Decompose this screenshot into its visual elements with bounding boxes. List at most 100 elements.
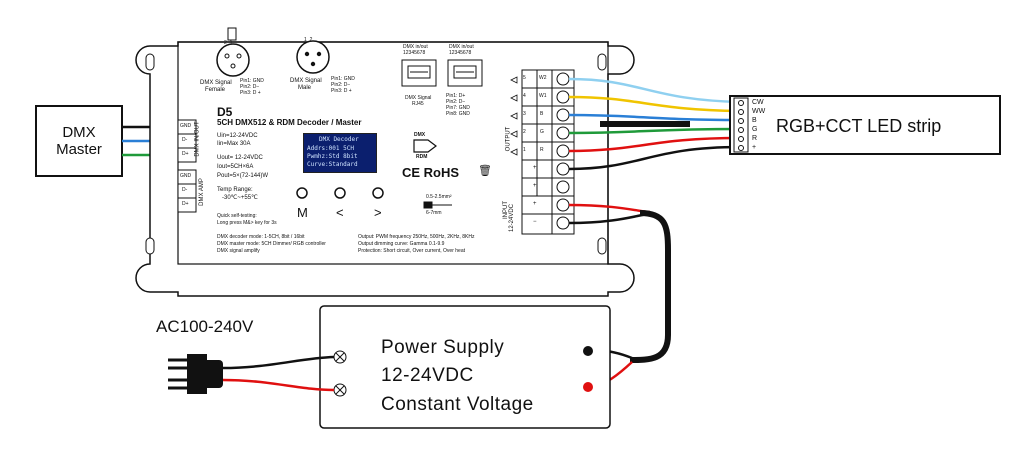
spec-iout: Iout=5CH×6A <box>217 164 254 170</box>
terminal-screws <box>556 72 570 230</box>
led-strip-body <box>729 95 1001 155</box>
decoder-model: D5 <box>217 105 233 119</box>
out-num-5: 5 <box>523 75 526 81</box>
rj45-digits-2: 12345678 <box>449 50 472 56</box>
out-term-g: G <box>540 129 544 135</box>
rj45-label2: RJ45 <box>412 101 424 107</box>
spec-pout: Pout=5×(72-144)W <box>217 173 269 179</box>
mount-hole-bl <box>145 237 155 255</box>
rj45-digits-1: 12345678 <box>403 50 426 56</box>
xlr-male-connector <box>296 40 330 74</box>
strip-pin-r: R <box>752 135 758 142</box>
oled-line1: DMX Decoder <box>319 136 359 143</box>
strip-pin-b: B <box>752 117 757 124</box>
out-term-plus-1: + <box>533 165 537 171</box>
psu-line2: 12-24VDC <box>381 365 474 386</box>
oled-line3: Pwmhz:Std 8bit <box>307 153 358 160</box>
oled-line4: Curve:Standard <box>307 161 358 168</box>
mount-hole-tl <box>145 53 155 71</box>
ac-wire-red <box>222 378 335 392</box>
mode-1: DMX decoder mode: 1-5CH, 8bit / 16bit <box>217 234 305 240</box>
psu-ac-terminals <box>333 350 347 397</box>
ce-rohs-mark: CE RoHS <box>402 165 460 180</box>
output-spec-1: Output: PWM frequency 250Hz, 500Hz, 2KHz… <box>358 234 475 240</box>
rj45-port-1 <box>401 59 437 87</box>
xlr-male-label1: DMX Signal <box>290 78 322 84</box>
xlr-male-label2: Male <box>298 85 312 91</box>
mode-3: DMX signal amplify <box>217 248 260 254</box>
strip-len-1: 0.5-2.5mm² <box>426 194 452 200</box>
rj45-pin7: Pin7: GND <box>446 105 470 111</box>
out-term-b: B <box>540 111 544 117</box>
rj45-title-1: DMX in/out <box>403 44 428 50</box>
oled-display: DMX Decoder Addrs:001 5CH Pwmhz:Std 8bit… <box>303 133 377 173</box>
button-next <box>372 187 384 199</box>
in-term-plus: + <box>533 201 537 207</box>
psu-dc-minus-terminal <box>583 346 593 356</box>
dmx-master-label: DMX Master <box>36 124 122 159</box>
self-test-1: Quick self-testing: <box>217 213 257 219</box>
dmx-amp-dminus: D- <box>182 187 188 193</box>
out-num-1: 1 <box>523 147 526 153</box>
out-num-2: 2 <box>523 129 526 135</box>
psu-dc-plus-terminal <box>583 382 593 392</box>
self-test-2: Long press M&> key for 3s <box>217 220 277 226</box>
xlr-female-pin1: Pin1: GND <box>240 78 264 84</box>
rj45-port-2 <box>447 59 483 87</box>
dmx-amp-dplus: D+ <box>182 201 189 207</box>
button-m <box>296 187 308 199</box>
in-term-minus: − <box>533 219 537 225</box>
dmx-in-gnd: GND <box>180 123 192 129</box>
output-label: OUTPUT <box>505 126 512 152</box>
mode-2: DMX master mode: 5CH Dimmer/ RGB control… <box>217 241 326 247</box>
strip-pin-g: G <box>752 126 758 133</box>
temp-label: Temp Range: <box>217 187 253 193</box>
xlr-female-nums: 2 1 <box>224 40 233 46</box>
strip-pin-cw: CW <box>752 99 764 106</box>
out-num-4: 4 <box>523 93 526 99</box>
button-m-label[interactable]: M <box>297 205 308 220</box>
psu-cable <box>629 210 671 363</box>
out-term-w2: W2 <box>539 75 547 81</box>
dmx-master-box <box>35 105 123 177</box>
xlr-female-pin3: Pin3: D + <box>240 90 261 96</box>
strip-pin-plus: + <box>752 144 757 151</box>
out-term-w1: W1 <box>539 93 547 99</box>
button-prev-label[interactable]: < <box>336 205 344 220</box>
dmx-master-line1: DMX <box>62 124 96 141</box>
output-spec-3: Protection: Short circuit, Over current,… <box>358 248 465 254</box>
dmx-amp-label: DMX AMP <box>198 178 205 206</box>
rdm-logo-text: RDM <box>416 154 428 160</box>
xlr-male-pin3: Pin3: D + <box>331 88 352 94</box>
decoder-title: 5CH DMX512 & RDM Decoder / Master <box>217 118 362 127</box>
mount-hole-tr <box>597 53 607 71</box>
button-prev <box>334 187 346 199</box>
xlr-female-pin2: Pin2: D− <box>240 84 260 90</box>
power-supply-box <box>319 305 611 429</box>
decoder-body <box>135 41 635 297</box>
dmx-amp-gnd: GND <box>180 173 192 179</box>
dmx-in-dplus: D+ <box>182 151 189 157</box>
xlr-female-label2: Female <box>205 87 226 93</box>
dmx-in-dminus: D- <box>182 137 188 143</box>
mount-hole-br <box>597 237 607 255</box>
xlr-female-label1: DMX Signal <box>200 80 232 86</box>
psu-line3: Constant Voltage <box>381 394 534 415</box>
output-wires <box>568 77 741 171</box>
rj45-label1: DMX Signal <box>405 95 432 101</box>
weee-icon: 🗑 <box>478 165 492 177</box>
temp-value: -30℃~+55℃ <box>222 195 258 201</box>
oled-line2: Addrs:001 5CH <box>307 145 354 152</box>
spec-uout: Uout= 12-24VDC <box>217 155 263 161</box>
xlr-male-pin2: Pin2: D− <box>331 82 351 88</box>
button-next-label[interactable]: > <box>374 205 382 220</box>
dmx-amp-terminals <box>177 169 197 213</box>
output-spec-2: Output dimming curve: Gamma 0.1-9.9 <box>358 241 445 247</box>
dmx-master-line2: Master <box>56 141 102 159</box>
wire-strip-icon <box>423 201 452 209</box>
ac-wire-black <box>222 355 335 370</box>
dmx-logo-text: DMX <box>414 132 426 138</box>
psu-line1: Power Supply <box>381 337 505 358</box>
out-num-3: 3 <box>523 111 526 117</box>
